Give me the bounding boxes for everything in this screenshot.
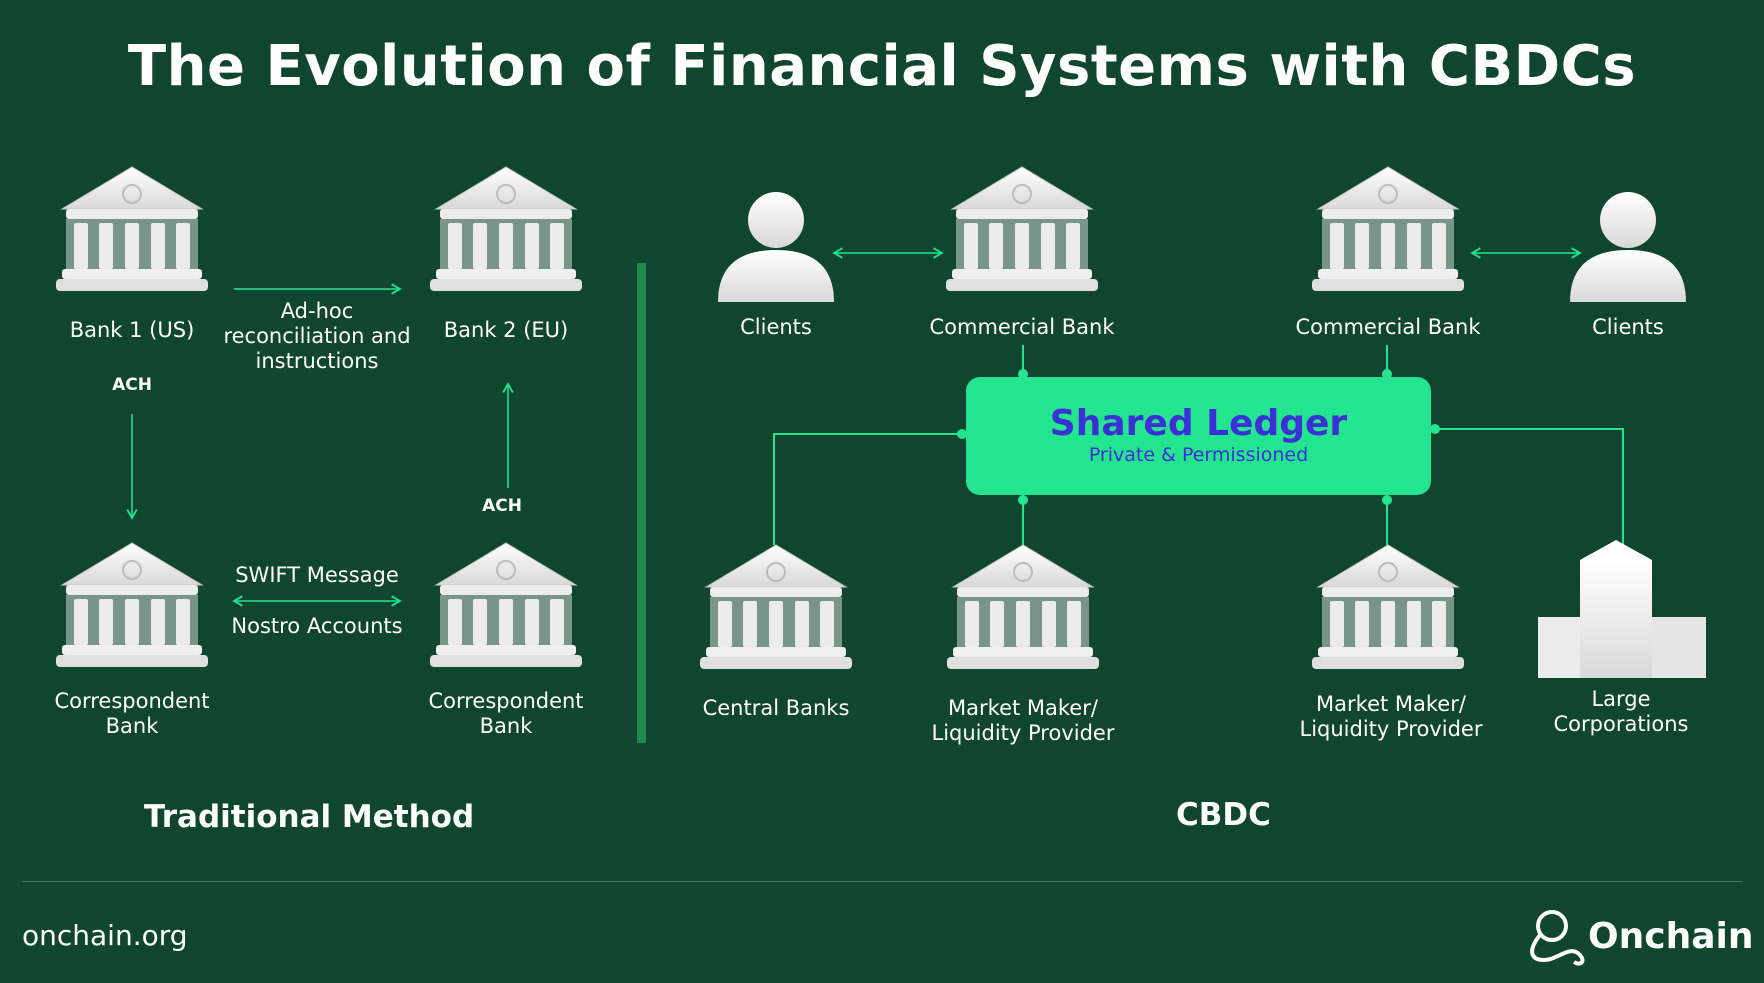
ach-left-label: ACH [112,375,152,395]
section-divider [637,263,646,743]
clients-right-icon [1570,192,1686,302]
clients-left-icon [718,192,834,302]
connector-dots [957,369,1440,505]
market-maker-left-line-1: Market Maker/ [948,696,1098,720]
market-maker-right-line-1: Market Maker/ [1316,692,1466,716]
footer-url[interactable]: onchain.org [22,919,188,952]
correspondent-right-line-2: Bank [479,714,533,738]
ledger-connectors [773,345,1624,545]
bank1-label: Bank 1 (US) [69,318,195,342]
market-maker-right-line-2: Liquidity Provider [1299,717,1483,741]
page-title: The Evolution of Financial Systems with … [127,34,1637,99]
shared-ledger-title: Shared Ledger [1049,403,1348,444]
central-banks-label: Central Banks [702,696,850,720]
large-corporations-label: Large Corporations [1536,687,1706,737]
correspondent-left-line-1: Correspondent [54,689,210,713]
correspondent-right-label: Correspondent Bank [416,689,596,739]
onchain-brand: Onchain [1520,909,1753,963]
large-corporations-line-1: Large [1591,687,1651,711]
correspondent-right-line-1: Correspondent [428,689,584,713]
nostro-label: Nostro Accounts [231,614,403,638]
onchain-logo-icon [1530,910,1585,966]
adhoc-line-3: instructions [255,349,379,373]
cbdc-section-label: CBDC [1176,797,1271,833]
correspondent-bank-right-icon [429,542,583,668]
market-maker-right-icon [1311,544,1465,670]
traditional-section-label: Traditional Method [144,799,475,835]
market-maker-left-line-2: Liquidity Provider [931,721,1115,745]
clients-right-label: Clients [1592,315,1664,339]
market-maker-left-icon [946,544,1100,670]
correspondent-left-line-2: Bank [105,714,159,738]
clients-left-label: Clients [740,315,812,339]
ach-right-label: ACH [482,496,522,516]
bank1-icon [55,166,209,292]
shared-ledger-subtitle: Private & Permissioned [1088,444,1309,466]
correspondent-left-label: Correspondent Bank [42,689,222,739]
adhoc-line-2: reconciliation and [223,324,411,348]
brand-name: Onchain [1588,915,1754,957]
bank2-icon [429,166,583,292]
large-corporations-line-2: Corporations [1553,712,1689,736]
footer-divider [22,881,1742,882]
large-corporations-icon [1538,540,1706,678]
market-maker-left-label: Market Maker/ Liquidity Provider [918,696,1128,746]
commercial-bank-right-label: Commercial Bank [1295,315,1481,339]
swift-label: SWIFT Message [235,563,399,587]
commercial-bank-left-label: Commercial Bank [929,315,1115,339]
adhoc-label: Ad-hoc reconciliation and instructions [212,299,422,374]
commercial-bank-left-icon [945,166,1099,292]
shared-ledger-box: Shared Ledger Private & Permissioned [966,377,1431,495]
correspondent-bank-left-icon [55,542,209,668]
adhoc-line-1: Ad-hoc [280,299,354,323]
bank2-label: Bank 2 (EU) [443,318,569,342]
market-maker-right-label: Market Maker/ Liquidity Provider [1286,692,1496,742]
commercial-bank-right-icon [1311,166,1465,292]
central-banks-icon [699,544,853,670]
